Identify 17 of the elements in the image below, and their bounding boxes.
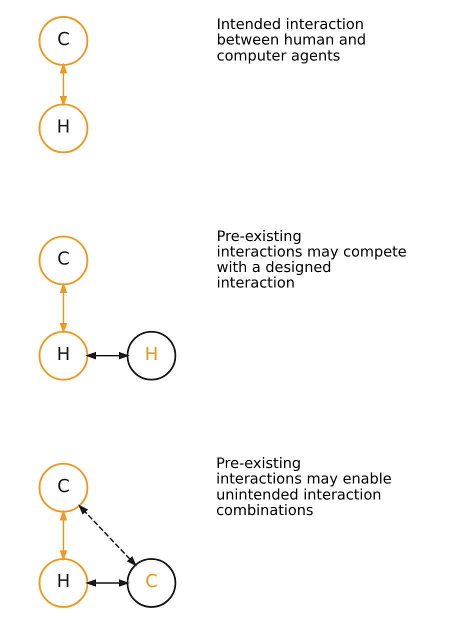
arrow (78, 504, 136, 567)
node-circle: H (126, 330, 176, 381)
arrow (59, 282, 67, 334)
node-circle: C (126, 558, 176, 608)
arrow (84, 352, 130, 360)
arrow (59, 510, 67, 562)
node-circle: H (38, 104, 88, 154)
arrow (84, 579, 130, 587)
node-circle: C (38, 236, 88, 286)
node-circle: H (38, 558, 88, 608)
label: Intended interaction between human and computer agents (216, 17, 366, 64)
label: Pre-existing interactions may enable unintended interaction combinations (216, 456, 392, 519)
label: Pre-existing interactions may compete with a designed interaction (216, 228, 406, 292)
node-circle: C (38, 462, 88, 513)
node-circle: H (38, 330, 88, 381)
arrow (59, 62, 67, 107)
node-circle: C (38, 16, 88, 66)
